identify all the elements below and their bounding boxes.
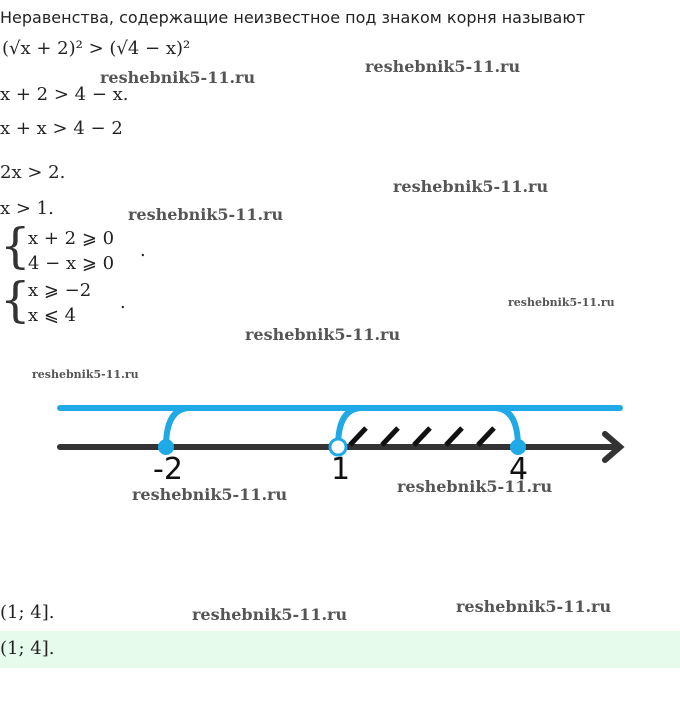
hatching xyxy=(348,426,496,447)
system1-line2: 4 − x ⩾ 0 xyxy=(28,253,115,274)
watermark: reshebnik5-11.ru xyxy=(365,57,521,76)
answer-highlighted: (1; 4]. xyxy=(0,638,55,659)
watermark: reshebnik5-11.ru xyxy=(397,477,553,496)
watermark: reshebnik5-11.ru xyxy=(128,205,284,224)
watermark: reshebnik5-11.ru xyxy=(508,296,615,309)
label-minus2: -2 xyxy=(153,452,183,487)
system-brace-2: { xyxy=(0,272,31,328)
watermark: reshebnik5-11.ru xyxy=(192,605,348,624)
point-1-open xyxy=(328,437,348,457)
step-2: x + 2 > 4 − x. xyxy=(0,84,129,105)
step-3: x + x > 4 − 2 xyxy=(0,118,123,139)
step-1: (√x + 2)² > (√4 − x)² xyxy=(2,38,191,59)
system-brace-1: { xyxy=(0,218,31,274)
label-1: 1 xyxy=(331,452,351,487)
problem-title: Неравенства, содержащие неизвестное под … xyxy=(0,8,586,27)
point-4-filled xyxy=(510,439,526,455)
step-4: 2x > 2. xyxy=(0,162,66,183)
answer: (1; 4]. xyxy=(0,602,55,623)
number-line xyxy=(57,405,625,463)
system2-line2: x ⩽ 4 xyxy=(28,305,77,326)
axis-arrow-icon xyxy=(602,431,625,463)
answer-highlight: (1; 4]. xyxy=(0,631,680,668)
watermark: reshebnik5-11.ru xyxy=(393,177,549,196)
watermark: reshebnik5-11.ru xyxy=(245,325,401,344)
watermark: reshebnik5-11.ru xyxy=(32,368,139,381)
label-4: 4 xyxy=(509,452,529,487)
watermark: reshebnik5-11.ru xyxy=(132,485,288,504)
point-minus2-filled xyxy=(158,439,174,455)
watermark: reshebnik5-11.ru xyxy=(100,68,256,87)
system1-dot: . xyxy=(140,240,146,261)
system2-dot: . xyxy=(120,292,126,313)
system1-line1: x + 2 ⩾ 0 xyxy=(28,228,115,249)
step-5: x > 1. xyxy=(0,198,54,219)
watermark: reshebnik5-11.ru xyxy=(456,597,612,616)
system2-line1: x ⩾ −2 xyxy=(28,280,92,301)
